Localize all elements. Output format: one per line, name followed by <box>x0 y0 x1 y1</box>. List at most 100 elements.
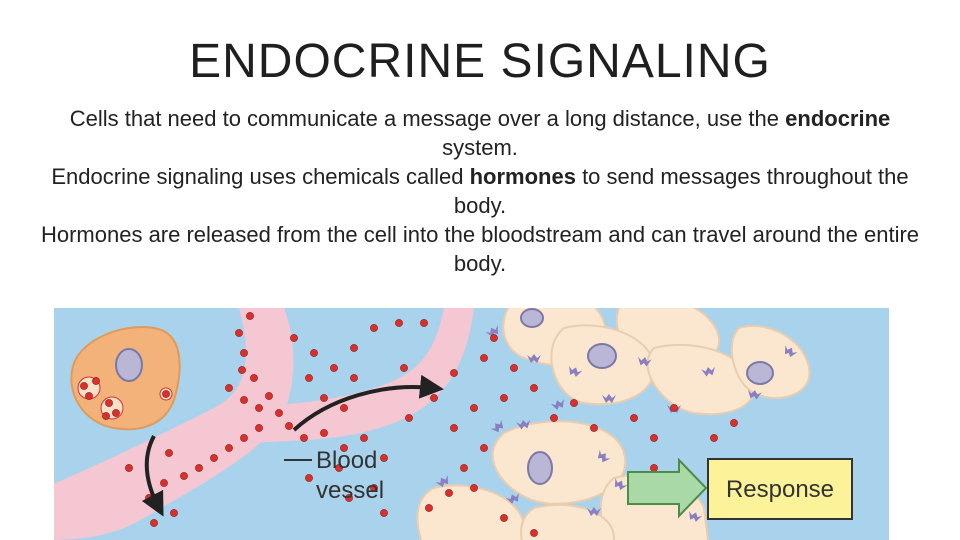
receptor <box>490 419 504 433</box>
slide-title: ENDOCRINE SIGNALING <box>189 35 771 88</box>
hormone-molecule <box>425 504 433 512</box>
receptor <box>527 354 541 363</box>
receptor <box>701 366 716 377</box>
hormone-molecule <box>255 404 263 412</box>
receptor <box>505 492 519 504</box>
hormone-molecule <box>370 484 378 492</box>
hormone-molecule <box>330 364 338 372</box>
paragraph-1: Cells that need to communicate a message… <box>69 106 891 160</box>
hormone-molecule <box>112 409 120 417</box>
receptor <box>614 478 628 491</box>
hormone-molecule <box>350 344 358 352</box>
hormone-molecule <box>225 444 233 452</box>
paragraph-3: Hormones are released from the cell into… <box>40 222 920 276</box>
hormone-molecule <box>150 519 158 527</box>
hormone-molecule <box>180 472 188 480</box>
hormone-molecule <box>265 392 273 400</box>
hormone-molecule <box>240 434 248 442</box>
blood-vessel <box>54 308 474 540</box>
hormone-molecule <box>235 329 243 337</box>
target-nucleus <box>746 361 774 385</box>
receptor <box>637 356 652 367</box>
hormone-molecule <box>102 412 110 420</box>
hormone-molecule <box>250 374 258 382</box>
hormone-molecule <box>480 354 488 362</box>
hormone-molecule <box>360 434 368 442</box>
hormone-molecule <box>170 509 178 517</box>
hormone-molecule <box>450 369 458 377</box>
hormone-molecule <box>340 444 348 452</box>
hormone-molecule <box>550 414 558 422</box>
hormone-molecule <box>310 349 318 357</box>
hormone-molecule <box>225 384 233 392</box>
hormone-molecule <box>490 334 498 342</box>
hormone-molecule <box>238 366 246 374</box>
hormone-molecule <box>80 382 88 390</box>
hormones <box>80 312 738 537</box>
hormone-molecule <box>500 514 508 522</box>
hormone-molecule <box>210 454 218 462</box>
receptor <box>516 419 531 430</box>
hormone-molecule <box>162 390 170 398</box>
hormone-molecule <box>350 374 358 382</box>
response-box <box>707 458 853 520</box>
hormone-molecule <box>710 434 718 442</box>
hormone-molecule <box>305 374 313 382</box>
hormone-molecule <box>320 429 328 437</box>
hormone-molecule <box>240 396 248 404</box>
hormone-molecule <box>345 494 353 502</box>
hormone-molecule <box>240 349 248 357</box>
hormone-molecule <box>125 464 133 472</box>
response-arrow <box>627 457 708 519</box>
hormone-molecule <box>395 319 403 327</box>
slide-body: Cells that need to communicate a message… <box>30 104 930 278</box>
hormone-molecule <box>340 404 348 412</box>
hormone-molecule <box>430 394 438 402</box>
receptor <box>550 398 564 410</box>
hormone-molecule <box>305 474 313 482</box>
hormone-molecule <box>285 422 293 430</box>
hormone-molecule <box>650 434 658 442</box>
hormone-molecule <box>470 484 478 492</box>
target-cells <box>416 308 811 540</box>
hormone-molecule <box>405 414 413 422</box>
response-label: Response <box>726 476 834 503</box>
hormone-molecule <box>570 399 578 407</box>
hormone-molecule <box>445 489 453 497</box>
hormone-molecule <box>92 377 100 385</box>
hormone-molecule <box>530 384 538 392</box>
hormone-molecule <box>335 464 343 472</box>
target-nucleus <box>527 451 553 485</box>
hormone-molecule <box>650 464 658 472</box>
hormone-molecule <box>630 414 638 422</box>
receptor <box>602 394 616 403</box>
hormone-molecule <box>275 409 283 417</box>
receptor <box>435 475 449 488</box>
hormone-molecule <box>160 479 168 487</box>
target-nucleus <box>587 343 617 369</box>
hormone-molecule <box>470 404 478 412</box>
hormone-molecule <box>590 424 598 432</box>
receptor <box>689 510 703 522</box>
hormone-molecule <box>320 394 328 402</box>
receptor <box>597 449 611 463</box>
receptor <box>485 325 499 338</box>
hormone-molecule <box>400 364 408 372</box>
hormone-molecule <box>510 364 518 372</box>
blood-vessel-label-2: vessel <box>316 477 384 504</box>
target-nucleus <box>520 308 544 328</box>
hormone-molecule <box>480 444 488 452</box>
hormone-molecule <box>246 312 254 320</box>
hormone-molecule <box>730 419 738 427</box>
hormone-molecule <box>450 424 458 432</box>
receptor <box>587 507 601 516</box>
hormone-molecule <box>165 449 173 457</box>
hormone-molecule <box>105 399 113 407</box>
receptor <box>569 365 583 377</box>
hormone-molecule <box>85 392 93 400</box>
hormone-molecule <box>420 319 428 327</box>
hormone-travel-arrow <box>292 374 444 432</box>
receptors <box>435 325 798 522</box>
hormone-molecule <box>670 404 678 412</box>
blood-vessel-label-1: Blood <box>316 447 377 474</box>
